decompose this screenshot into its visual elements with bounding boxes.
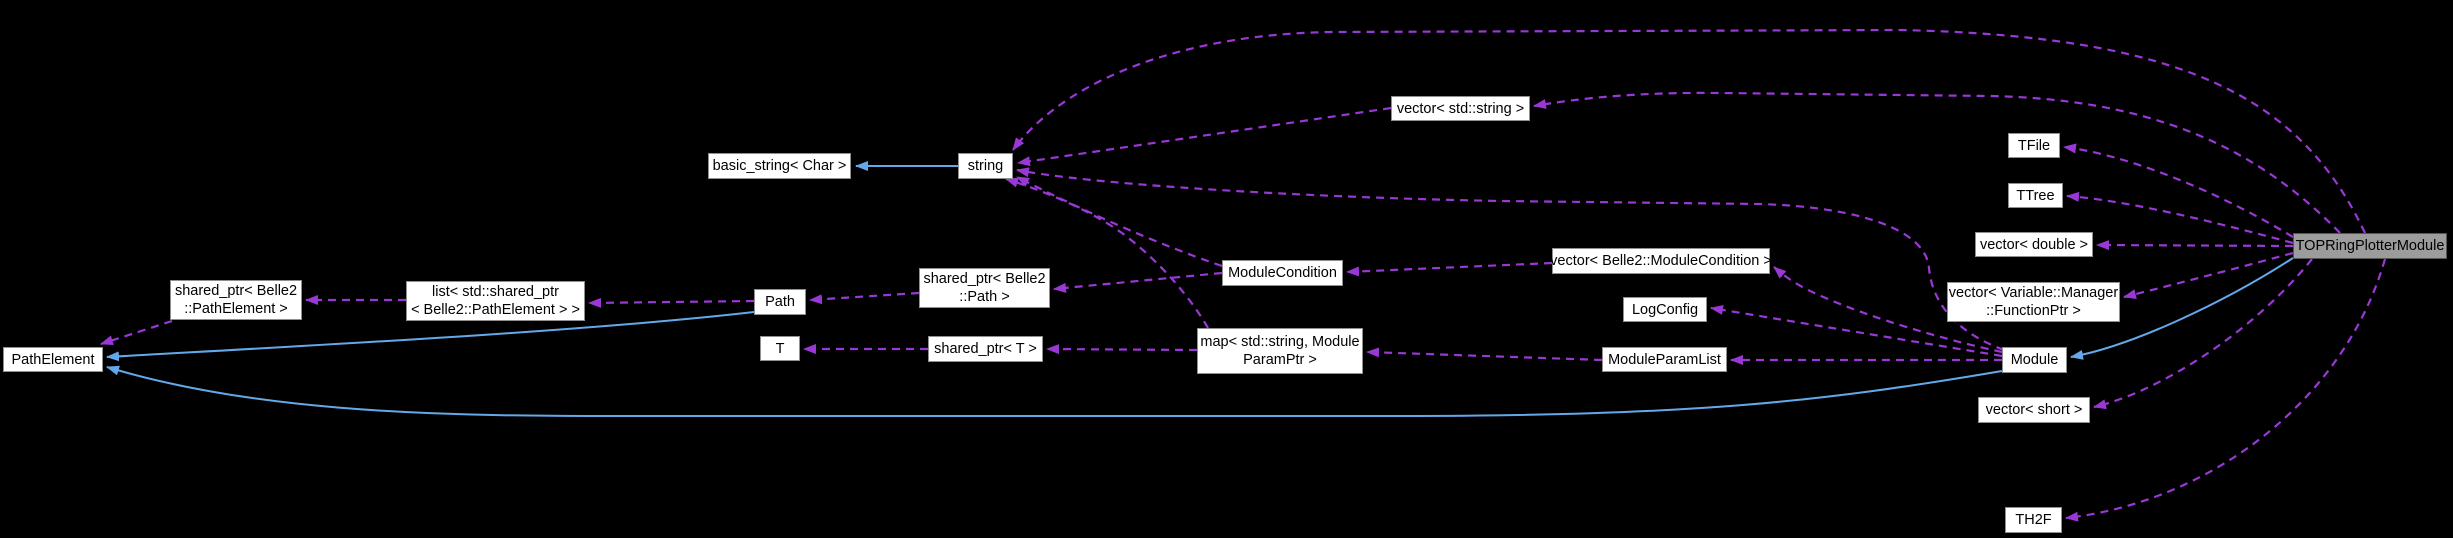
edge-sp-path-to-path	[809, 291, 920, 305]
node-label: PathElement	[11, 351, 95, 368]
node-label: shared_ptr< Belle2	[923, 271, 1046, 287]
node-label: Path	[765, 294, 795, 310]
node-label: TOPRingPlotterModule	[2295, 238, 2445, 254]
edge-module-to-pathelement	[106, 365, 2003, 417]
node-label: string	[967, 158, 1004, 174]
edge-topringplottermodule-to-ttree	[2066, 191, 2294, 245]
node-string[interactable]: string	[958, 153, 1013, 179]
node-label: ModuleParamList	[1608, 351, 1721, 368]
node-label: shared_ptr< T >	[934, 341, 1037, 357]
node-label: ::Path >	[959, 289, 1010, 305]
node-label: basic_string< Char >	[712, 158, 847, 174]
node-module[interactable]: Module	[2002, 347, 2067, 373]
node-basic-string[interactable]: basic_string< Char >	[708, 153, 851, 179]
node-label: vector< short >	[1985, 402, 2083, 418]
node-vec-short[interactable]: vector< short >	[1978, 397, 2090, 423]
node-t[interactable]: T	[760, 336, 800, 361]
node-label: TFile	[2017, 137, 2051, 154]
node-label: Module	[2010, 352, 2059, 368]
edge-vec-modulecondition-to-modulecondition	[1346, 261, 1553, 277]
node-label: shared_ptr< Belle2	[174, 283, 298, 299]
node-label: vector< std::string >	[1396, 100, 1525, 117]
node-tfile[interactable]: TFile	[2008, 133, 2060, 158]
edge-path-to-list-sp-pathelement	[588, 297, 755, 308]
node-label: vector< Variable::Manager	[1948, 285, 2119, 301]
edge-sp-pathelement-to-pathelement	[100, 319, 173, 346]
edge-modulecondition-to-string	[1016, 176, 1223, 268]
edge-vec-string-to-string	[1017, 106, 1392, 167]
edge-topringplottermodule-to-tfile	[2063, 143, 2294, 238]
node-th2f[interactable]: TH2F	[2005, 507, 2062, 533]
node-vec-funcptr[interactable]: vector< Variable::Manager::FunctionPtr >	[1947, 282, 2120, 322]
edge-module-to-string	[1016, 167, 2005, 352]
node-label: list< std::shared_ptr	[432, 284, 559, 300]
node-logconfig[interactable]: LogConfig	[1623, 297, 1707, 322]
edge-modulecondition-to-sp-path	[1053, 271, 1223, 293]
edge-topringplottermodule-to-string	[1012, 28, 2366, 234]
node-label: ParamPtr >	[1243, 352, 1317, 368]
node-list-sp-pathelement[interactable]: list< std::shared_ptr< Belle2::PathEleme…	[406, 281, 585, 321]
node-label: vector< Belle2::ModuleCondition >	[1550, 253, 1772, 269]
edge-topringplottermodule-to-th2f	[2065, 258, 2387, 522]
node-vec-string[interactable]: vector< std::string >	[1391, 96, 1530, 121]
node-label: ::FunctionPtr >	[1986, 303, 2081, 319]
node-label: ModuleCondition	[1228, 265, 1337, 281]
node-label: TH2F	[2015, 512, 2052, 528]
edge-topringplottermodule-to-vec-string	[1533, 91, 2341, 234]
node-path[interactable]: Path	[754, 289, 806, 315]
edge-map-param-to-string	[1005, 177, 1209, 329]
node-moduleparamlist[interactable]: ModuleParamList	[1602, 347, 1727, 372]
edge-module-to-vec-modulecondition	[1773, 266, 2003, 354]
node-topringplottermodule: TOPRingPlotterModule	[2293, 233, 2447, 259]
edge-map-param-to-sp-t	[1046, 344, 1198, 355]
node-ttree[interactable]: TTree	[2008, 183, 2063, 208]
edge-topringplottermodule-to-module	[2070, 257, 2294, 360]
node-label: vector< double >	[1979, 236, 2089, 253]
node-label: < Belle2::PathElement > >	[411, 302, 580, 318]
node-label: map< std::string, Module	[1200, 334, 1360, 350]
edge-topringplottermodule-to-vec-short	[2093, 258, 2313, 410]
node-sp-t[interactable]: shared_ptr< T >	[928, 336, 1043, 362]
node-vec-modulecondition[interactable]: vector< Belle2::ModuleCondition >	[1550, 248, 1772, 274]
node-label: TTree	[2016, 187, 2055, 204]
edge-topringplottermodule-to-vec-funcptr	[2123, 251, 2294, 299]
edge-path-to-pathelement	[106, 311, 755, 362]
node-label: ::PathElement >	[184, 301, 288, 317]
node-label: T	[775, 340, 785, 357]
node-pathelement[interactable]: PathElement	[3, 347, 103, 372]
node-modulecondition[interactable]: ModuleCondition	[1222, 260, 1343, 286]
edge-moduleparamlist-to-map-param	[1366, 347, 1603, 362]
node-sp-path[interactable]: shared_ptr< Belle2::Path >	[919, 268, 1050, 308]
edge-module-to-logconfig	[1710, 305, 2003, 358]
node-vec-double[interactable]: vector< double >	[1975, 232, 2093, 257]
node-sp-pathelement[interactable]: shared_ptr< Belle2::PathElement >	[170, 280, 302, 320]
node-label: LogConfig	[1631, 301, 1699, 318]
edge-topringplottermodule-to-vec-double	[2096, 240, 2294, 251]
